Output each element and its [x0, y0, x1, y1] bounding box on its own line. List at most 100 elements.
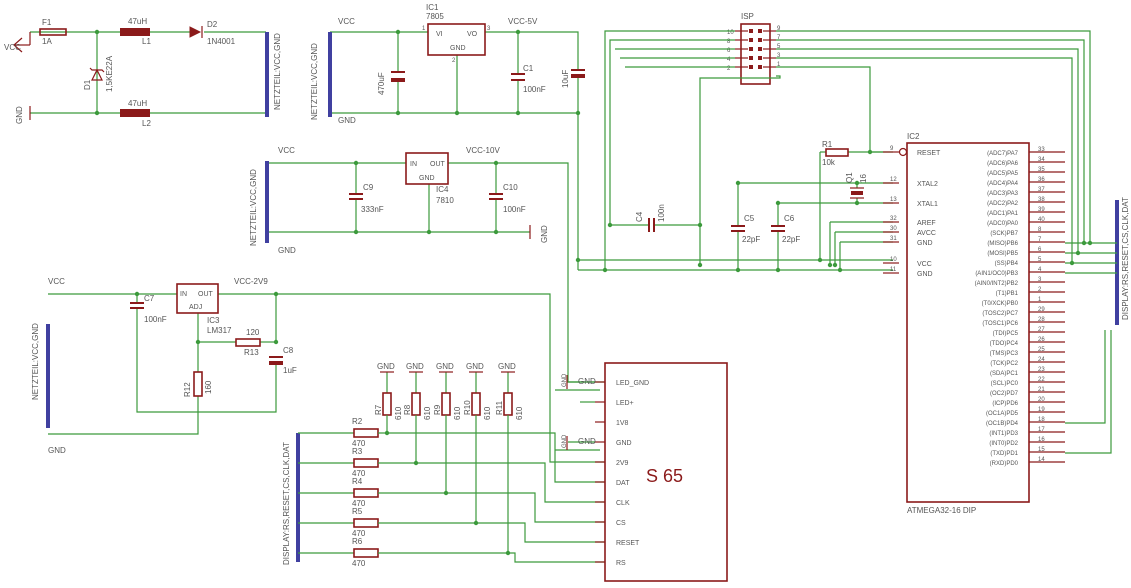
mcu-right-pin-num: 21 [1038, 387, 1045, 393]
lcd-gnd-rot-1: GND [562, 373, 568, 387]
ic1-pin-1: 1 [422, 26, 426, 32]
regulator-2v9-section: NETZTEIL:VCC,GND VCC GND IN OUT ADJ IC3 … [31, 277, 605, 463]
lcd-wire-label-gnd-2: GND [578, 437, 596, 446]
mcu-right-pin-label: (RXD)PD0 [990, 461, 1019, 467]
c5-name: C5 [744, 214, 755, 223]
junction-dot [273, 291, 279, 297]
lcd-pin-label: 2V9 [616, 460, 629, 467]
junction-dot [493, 229, 499, 235]
mcu-left-pin-label: GND [917, 240, 933, 247]
isp-pin-num-right: 5 [777, 44, 781, 50]
isp-pad [749, 29, 753, 33]
c10-name: C10 [503, 183, 518, 192]
ic1-name: IC1 [426, 3, 439, 12]
mcu-right-pin-label: (ADC5)PA5 [987, 171, 1019, 177]
isp-pad [749, 65, 753, 69]
mcu-right-pin-label: (SS)PB4 [995, 261, 1019, 267]
d1-value: 1,5KE22A [105, 55, 114, 92]
mcu-right-pin-num: 6 [1038, 247, 1042, 253]
mcu-right-pin-num: 40 [1038, 217, 1045, 223]
net-label-vcc10: VCC-10V [466, 146, 500, 155]
reset-inverter-bubble [898, 147, 908, 157]
ic3-pin-out: OUT [198, 291, 214, 298]
c9-name: C9 [363, 183, 374, 192]
s65-display: S 65 LED_GNDLED+1V8GND2V9DATCLKCSRESETRS… [562, 362, 728, 582]
mcu-right-pin-num: 1 [1038, 297, 1042, 303]
pull-resistor-body [441, 392, 451, 416]
regulator-10v-section: NETZTEIL:VCC,GND VCC GND GND IN OUT GND … [249, 146, 605, 383]
netz-label-2: NETZTEIL:VCC,GND [310, 43, 319, 120]
isp-pin-num-left: 4 [727, 57, 731, 63]
resistor-r13: 120 R13 [235, 328, 261, 357]
junction-dot [607, 222, 613, 228]
isp-pad [758, 65, 762, 69]
mcu-right-pin-num: 27 [1038, 327, 1045, 333]
pull-resistor-value: 610 [483, 406, 492, 420]
mcu-right-pin-label: (TDI)PC5 [993, 331, 1019, 337]
junction-dot [854, 200, 860, 206]
ic1-7805: IC1 7805 VI VO GND 1 3 2 [422, 3, 491, 64]
mcu-right-pin-label: (ICP)PD6 [992, 401, 1018, 407]
mcu-right-pin-num: 5 [1038, 257, 1042, 263]
mcu-part: ATMEGA32-16 DIP [907, 506, 976, 515]
pull-resistor-value: 610 [423, 406, 432, 420]
junction-dot [602, 267, 608, 273]
mcu-right-pin-label: (ADC3)PA3 [987, 191, 1019, 197]
junction-dot [493, 160, 499, 166]
net-label-vcc29: VCC-2V9 [234, 277, 268, 286]
pull-resistor-body [411, 392, 421, 416]
mcu-left-pin-label: AREF [917, 220, 936, 227]
isp-pin-num-right: 1 [777, 62, 781, 68]
junction-dot [1075, 250, 1081, 256]
c470-value: 470uF [377, 72, 386, 95]
s65-body [604, 362, 728, 582]
s65-title: S 65 [646, 466, 683, 486]
r13-value: 120 [246, 328, 260, 337]
ic1-pin-vi: VI [436, 31, 443, 38]
series-resistor-body [353, 518, 379, 528]
pull-resistor-name: R11 [495, 400, 504, 415]
series-resistor-value: 470 [352, 559, 366, 568]
pull-resistor-value: 610 [515, 406, 524, 420]
mcu-right-pin-num: 24 [1038, 357, 1045, 363]
mcu-right-pin-num: 37 [1038, 187, 1045, 193]
ic1-pin-3: 3 [487, 26, 491, 32]
cap-c4: C4 100n [635, 204, 666, 232]
mcu-right-pin-num: 28 [1038, 317, 1045, 323]
ic4-pin-in: IN [410, 161, 417, 168]
mcu-right-pin-label: (ADC1)PA1 [987, 211, 1019, 217]
series-resistor-value: 470 [352, 529, 366, 538]
lcd-pin-label: CS [616, 520, 626, 527]
mcu-right-pin-label: (AIN0/INT2)PB2 [975, 281, 1019, 287]
junction-dot [575, 110, 581, 116]
vcc-arrow-icon [13, 32, 31, 53]
mcu-right-pin-label: (T0/XCK)PB0 [982, 301, 1019, 307]
junction-dot [1087, 240, 1093, 246]
ic3-value: LM317 [207, 326, 232, 335]
c1-value: 100nF [523, 85, 546, 94]
series-resistor-name: R4 [352, 477, 363, 486]
series-resistor-body [353, 458, 379, 468]
mcu-right-pin-num: 39 [1038, 207, 1045, 213]
mcu-right-pin-label: (ADC4)PA4 [987, 181, 1019, 187]
mcu-right-pin-label: (OC1B)PD4 [986, 421, 1019, 427]
junctions [94, 29, 1093, 556]
c4-name: C4 [635, 211, 644, 222]
ic4-pin-out: OUT [430, 161, 446, 168]
isp-pin-num-right: 3 [777, 53, 781, 59]
c5-value: 22pF [742, 235, 760, 244]
l1-name: L1 [142, 37, 151, 46]
lcd-pin-label: LED+ [616, 400, 634, 407]
r12-name: R12 [183, 382, 192, 397]
mcu-left-pin-num: 30 [890, 226, 897, 232]
series-resistor-body [353, 428, 379, 438]
mcu-right-pin-label: (TMS)PC3 [990, 351, 1019, 357]
ic3-lm317: IN OUT ADJ IC3 LM317 [176, 283, 232, 335]
mcu-right-pin-label: (TXD)PD1 [990, 451, 1018, 457]
junction-dot [505, 550, 511, 556]
junction-dot [775, 200, 781, 206]
series-resistor-value: 470 [352, 439, 366, 448]
isp-pad [749, 47, 753, 51]
c7-name: C7 [144, 294, 155, 303]
resistor-r1: R1 10k [822, 140, 849, 167]
